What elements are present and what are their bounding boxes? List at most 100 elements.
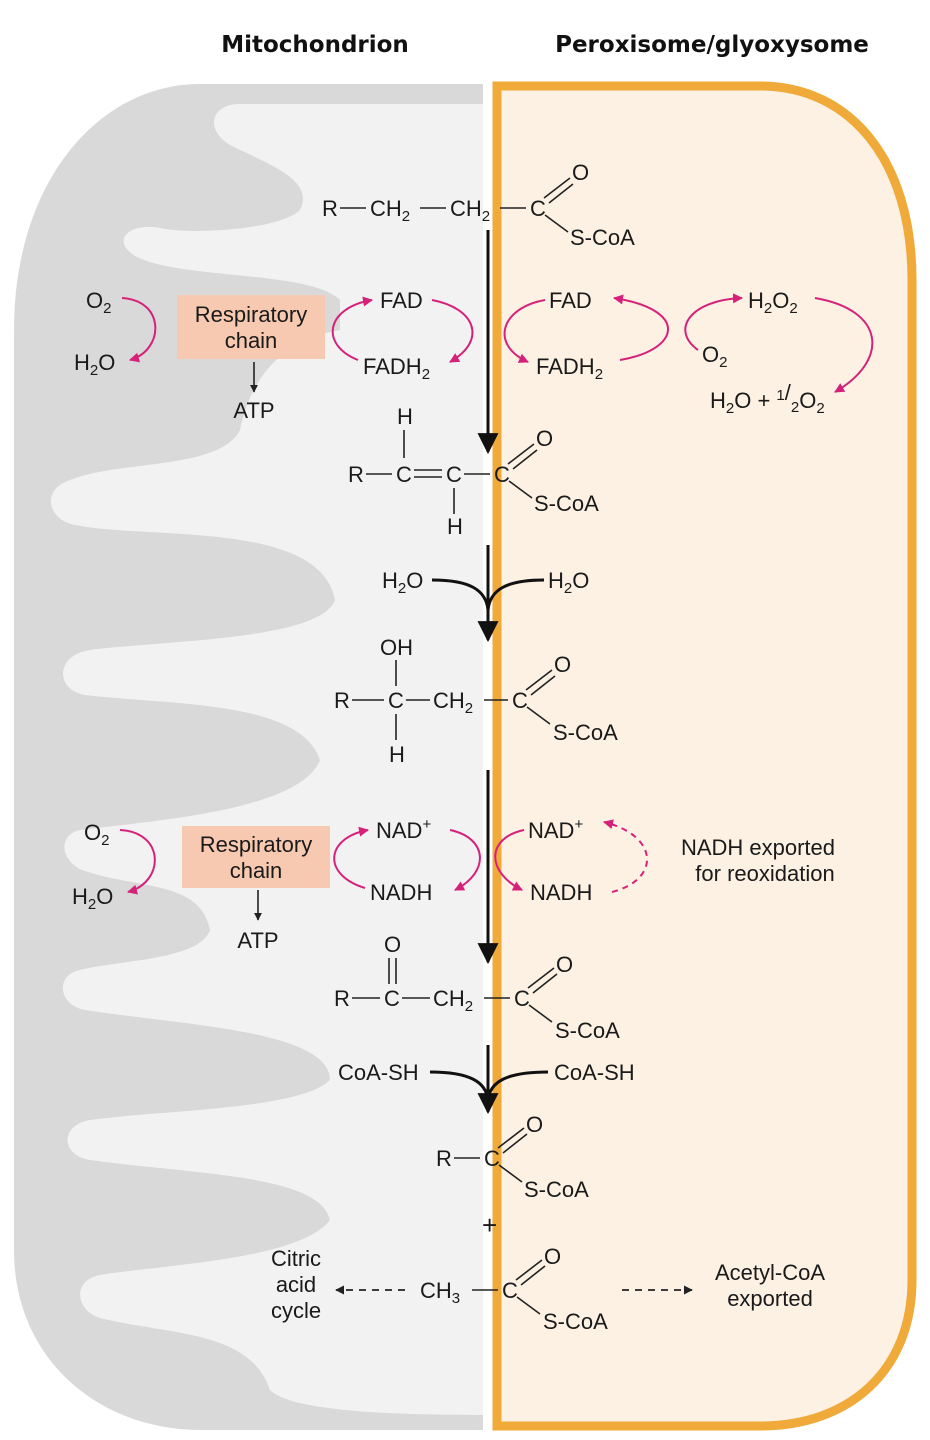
step3-perox-nad-reduction-arrow bbox=[494, 829, 525, 891]
citric-line1: Citric bbox=[271, 1246, 321, 1271]
step3-o2-to-h2o-arrow bbox=[119, 829, 156, 895]
hydroxy-oh: OH bbox=[380, 635, 413, 660]
acetyl-o: O bbox=[544, 1244, 561, 1269]
nadh-export-line2: for reoxidation bbox=[695, 861, 834, 886]
hydroxy-o: O bbox=[554, 652, 571, 677]
step2-mito-entry-curve bbox=[431, 578, 490, 611]
resp-chain-1-line2: chain bbox=[225, 328, 278, 353]
keto-r: R bbox=[334, 986, 350, 1011]
keto-c2: C bbox=[514, 986, 530, 1011]
step1-mito-fad: FAD bbox=[380, 288, 423, 313]
nadh-export-dashed-arrow bbox=[603, 819, 648, 893]
shortened-acyl-coa-structure: R C O S-CoA bbox=[436, 1112, 589, 1202]
hydroxy-r: R bbox=[334, 688, 350, 713]
mitochondrion-matrix bbox=[50, 104, 483, 1415]
step3-h2o: H2O bbox=[72, 884, 113, 913]
short-o: O bbox=[526, 1112, 543, 1137]
keto-ch2: CH2 bbox=[433, 986, 473, 1015]
step3-mito-nad: NAD+ bbox=[376, 816, 431, 843]
export-line2: exported bbox=[727, 1286, 813, 1311]
mitochondrion-compartment bbox=[14, 84, 483, 1430]
step1-h2o: H2O bbox=[74, 350, 115, 379]
acyl-carbonyl-c: C bbox=[530, 196, 546, 221]
step3-mito-cofactors: O2 H2O Respiratory chain ATP NAD+ NADH bbox=[72, 816, 481, 953]
enoyl-c3: C bbox=[494, 462, 510, 487]
acetyl-ch3: CH3 bbox=[420, 1278, 460, 1307]
hydroxy-c1: C bbox=[388, 688, 404, 713]
h2o-half-o2-label: H2O + 1/2O2 bbox=[710, 380, 825, 417]
step2-perox-h2o: H2O bbox=[548, 568, 589, 597]
step1-mito-fadh2-reoxidation-arrow bbox=[331, 296, 373, 361]
keto-o: O bbox=[556, 952, 573, 977]
hydroxyacyl-coa-structure: OH R C H CH2 C O S-CoA bbox=[334, 635, 618, 767]
header-mitochondrion: Mitochondrion bbox=[221, 32, 409, 58]
enoyl-c2: C bbox=[446, 462, 462, 487]
keto-scoa: S-CoA bbox=[555, 1018, 620, 1043]
step1-o2: O2 bbox=[86, 288, 111, 317]
acyl-ch2-a: CH2 bbox=[370, 196, 410, 225]
citric-line3: cycle bbox=[271, 1298, 321, 1323]
step3-mito-nadh-reoxidation-arrow bbox=[333, 826, 369, 889]
hydroxy-c2: C bbox=[512, 688, 528, 713]
h2o2-label: H2O2 bbox=[748, 288, 798, 317]
respiratory-chain-box-2 bbox=[182, 826, 330, 888]
short-scoa: S-CoA bbox=[524, 1177, 589, 1202]
step4-perox-coash: CoA-SH bbox=[554, 1060, 635, 1085]
hydroxy-h: H bbox=[389, 742, 405, 767]
step1-perox-fad-reduction-arrow bbox=[503, 299, 546, 363]
step3-mito-nadh: NADH bbox=[370, 880, 432, 905]
acyl-r: R bbox=[322, 196, 338, 221]
respiratory-chain-box-1 bbox=[177, 295, 325, 359]
step1-perox-o2: O2 bbox=[702, 342, 727, 371]
acetyl-coa-structure: CH3 C O S-CoA bbox=[420, 1244, 608, 1334]
step2-mito-h2o: H2O bbox=[382, 568, 423, 597]
step3-o2: O2 bbox=[84, 820, 109, 849]
step1-mito-fad-reduction-arrow bbox=[431, 299, 474, 363]
enoyl-scoa: S-CoA bbox=[534, 491, 599, 516]
step1-mito-cofactors: O2 H2O Respiratory chain ATP FAD FADH2 bbox=[74, 288, 474, 423]
acetyl-coa-fates: Citric acid cycle Acetyl-CoA exported bbox=[271, 1246, 825, 1323]
peroxisome-membrane bbox=[492, 81, 917, 1431]
step4-perox-entry-curve bbox=[486, 1070, 549, 1101]
h2o2-decomposition-arrow bbox=[814, 297, 874, 393]
enoyl-h-top: H bbox=[397, 404, 413, 429]
header-peroxisome: Peroxisome/glyoxysome bbox=[555, 32, 869, 58]
o2-to-h2o2-arrow bbox=[684, 293, 743, 351]
step4-mito-entry-curve bbox=[429, 1070, 490, 1101]
enoyl-coa-structure: R C H C H C O S-CoA bbox=[348, 404, 599, 539]
short-r: R bbox=[436, 1146, 452, 1171]
step3-mito-nad-reduction-arrow bbox=[449, 829, 481, 891]
step2-hydration: H2O H2O bbox=[382, 568, 589, 611]
resp-chain-2-line2: chain bbox=[230, 858, 283, 883]
acyl-scoa: S-CoA bbox=[570, 225, 635, 250]
acetyl-scoa: S-CoA bbox=[543, 1309, 608, 1334]
ketoacyl-coa-structure: O R C CH2 C O S-CoA bbox=[334, 932, 620, 1043]
acyl-coa-structure: R CH2 CH2 C O S-CoA bbox=[322, 160, 635, 250]
export-line1: Acetyl-CoA bbox=[715, 1260, 825, 1285]
enoyl-h-bottom: H bbox=[447, 514, 463, 539]
step1-o2-to-h2o-arrow bbox=[121, 297, 157, 363]
hydroxy-ch2: CH2 bbox=[433, 688, 473, 717]
acyl-o: O bbox=[572, 160, 589, 185]
step3-perox-nadh: NADH bbox=[530, 880, 592, 905]
atp-label-2: ATP bbox=[237, 928, 278, 953]
step1-perox-fad: FAD bbox=[549, 288, 592, 313]
nadh-export-line1: NADH exported bbox=[681, 835, 835, 860]
step1-perox-fadh2: FADH2 bbox=[536, 354, 603, 383]
acyl-ch2-b: CH2 bbox=[450, 196, 490, 225]
keto-o-top: O bbox=[384, 932, 401, 957]
plus-sign: + bbox=[482, 1210, 497, 1240]
step4-thiolysis: CoA-SH CoA-SH bbox=[338, 1060, 635, 1101]
step2-perox-entry-curve bbox=[486, 578, 545, 611]
step4-mito-coash: CoA-SH bbox=[338, 1060, 419, 1085]
hydroxy-scoa: S-CoA bbox=[553, 720, 618, 745]
resp-chain-2-line1: Respiratory bbox=[200, 832, 312, 857]
resp-chain-1-line1: Respiratory bbox=[195, 302, 307, 327]
citric-line2: acid bbox=[276, 1272, 316, 1297]
keto-c1: C bbox=[384, 986, 400, 1011]
short-c: C bbox=[484, 1146, 500, 1171]
step1-mito-fadh2: FADH2 bbox=[363, 354, 430, 383]
step1-perox-cofactors: FAD FADH2 H2O2 O2 H2O + 1/2O2 bbox=[503, 288, 874, 417]
step3-perox-cofactors: NAD+ NADH NADH exported for reoxidation bbox=[494, 816, 835, 905]
